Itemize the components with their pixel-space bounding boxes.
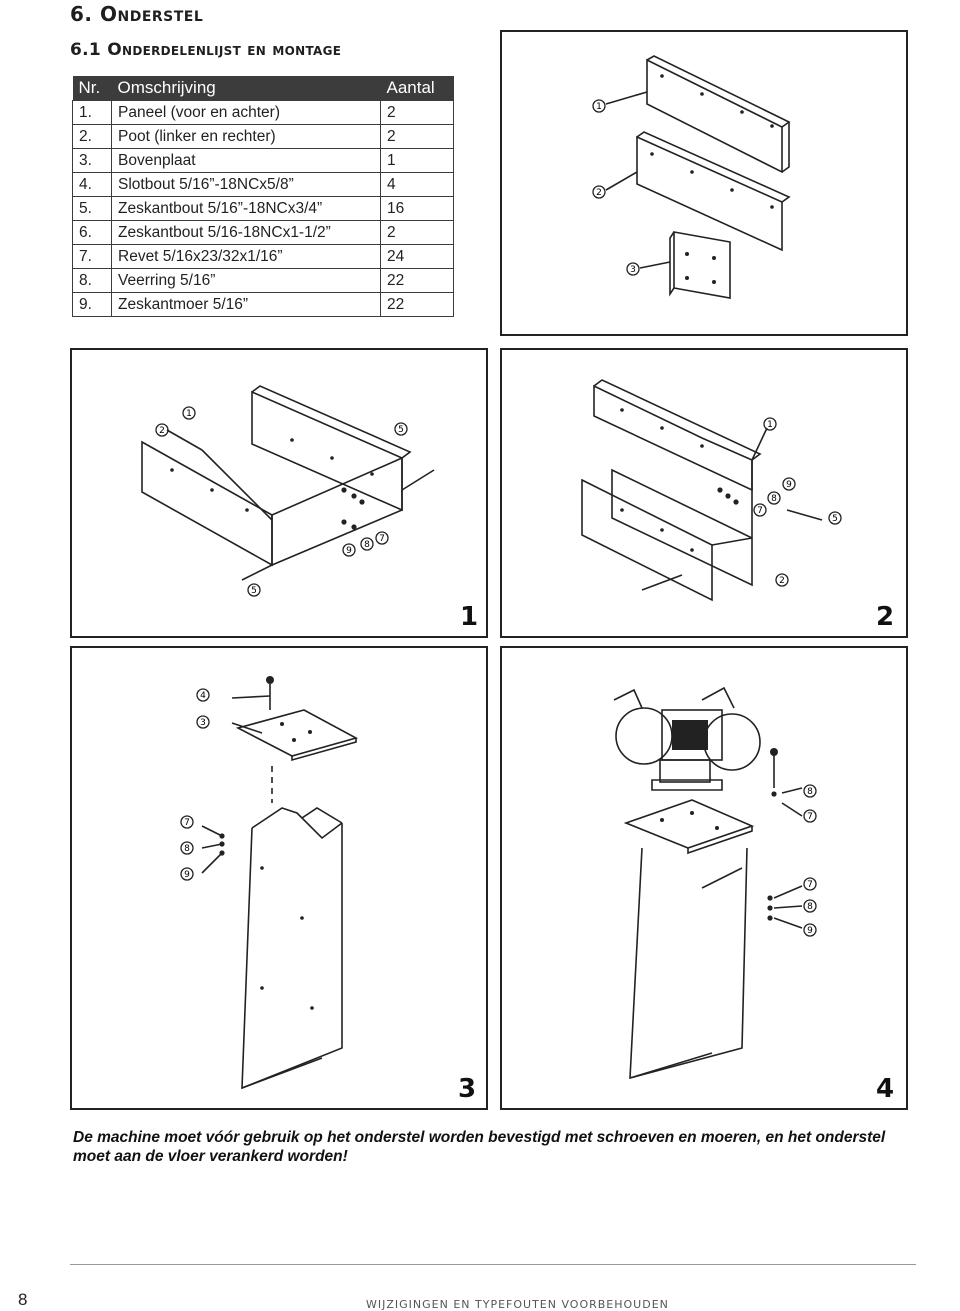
warning-caption: De machine moet vóór gebruik op het onde… [73,1129,886,1165]
assembly-step-4-drawing: 8 7 7 8 9 [613,686,817,1080]
cell-description: Veerring 5/16” [111,268,381,293]
header-description: Omschrijving [111,76,381,101]
cell-nr: 8. [72,268,112,293]
table-row: 6.Zeskantbout 5/16-18NCx1-1/2”2 [72,220,454,245]
table-row: 8.Veerring 5/16”22 [72,268,454,293]
panel-number: 4 [876,1074,895,1104]
cell-description: Revet 5/16x23/32x1/16” [111,244,381,269]
cell-description: Slotbout 5/16”-18NCx5/8” [111,172,381,197]
cell-description: Zeskantbout 5/16-18NCx1-1/2” [111,220,381,245]
cell-nr: 5. [72,196,112,221]
section-heading: 6. Onderstel [70,2,203,26]
callout-label: 7 [807,812,813,822]
callout-label: 2 [159,426,165,436]
footer-divider [70,1264,916,1265]
cell-nr: 2. [72,124,112,149]
panel-number: 1 [460,602,479,632]
callout-label: 7 [379,534,385,544]
callout-label: 7 [807,880,813,890]
cell-nr: 9. [72,292,112,317]
cell-description: Zeskantbout 5/16”-18NCx3/4” [111,196,381,221]
assembly-step-2-drawing: 1 9 8 7 5 2 [581,379,842,602]
table-row: 1.Paneel (voor en achter)2 [72,100,454,125]
callout-label: 1 [767,420,773,430]
panel-number: 2 [876,602,895,632]
table-row: 9.Zeskantmoer 5/16”22 [72,292,454,317]
cell-description: Poot (linker en rechter) [111,124,381,149]
cell-nr: 6. [72,220,112,245]
header-quantity: Aantal [380,76,454,101]
subsection-number: 6.1 [70,40,102,60]
callout-label: 8 [771,494,777,504]
callout-label: 1 [596,102,602,112]
table-row: 7.Revet 5/16x23/32x1/16”24 [72,244,454,269]
callout-label: 8 [807,902,813,912]
cell-quantity: 2 [380,124,454,149]
callout-label: 1 [186,409,192,419]
parts-overview-drawing: 1 2 3 [592,55,791,299]
callout-label: 9 [184,870,190,880]
parts-table-header: Nr. Omschrijving Aantal [72,76,454,101]
callout-label: 8 [364,540,370,550]
assembly-step-3: 4 3 7 8 9 3 [70,646,488,1110]
callout-label: 5 [251,586,257,596]
table-row: 2.Poot (linker en rechter)2 [72,124,454,149]
cell-description: Paneel (voor en achter) [111,100,381,125]
callout-label: 5 [398,425,404,435]
cell-quantity: 22 [380,268,454,293]
subsection-title: Onderdelenlijst en montage [107,40,342,60]
callout-label: 3 [200,718,206,728]
callout-label: 7 [757,506,763,516]
table-row: 5.Zeskantbout 5/16”-18NCx3/4”16 [72,196,454,221]
cell-nr: 7. [72,244,112,269]
callout-label: 8 [184,844,190,854]
header-nr: Nr. [72,76,112,101]
callout-label: 4 [200,691,206,701]
callout-label: 2 [779,576,785,586]
cell-quantity: 2 [380,220,454,245]
subsection-heading: 6.1 Onderdelenlijst en montage [70,40,341,60]
section-number: 6. [70,2,93,26]
cell-quantity: 16 [380,196,454,221]
callout-label: 9 [807,926,813,936]
footer-note: WIJZIGINGEN EN TYPEFOUTEN VOORBEHOUDEN [366,1298,669,1311]
panel-number: 3 [458,1074,477,1104]
cell-nr: 4. [72,172,112,197]
cell-nr: 3. [72,148,112,173]
callout-label: 9 [346,546,352,556]
assembly-step-4: 8 7 7 8 9 4 [500,646,908,1110]
assembly-step-2: 1 9 8 7 5 2 2 [500,348,908,638]
parts-table: Nr. Omschrijving Aantal 1.Paneel (voor e… [72,76,454,317]
cell-quantity: 4 [380,172,454,197]
cell-quantity: 24 [380,244,454,269]
assembly-step-3-drawing: 4 3 7 8 9 [180,676,359,1090]
cell-description: Bovenplaat [111,148,381,173]
assembly-step-1-drawing: 1 2 5 5 7 8 9 [141,385,435,597]
cell-description: Zeskantmoer 5/16” [111,292,381,317]
figure-parts-overview: 1 2 3 [500,30,908,336]
table-row: 4.Slotbout 5/16”-18NCx5/8”4 [72,172,454,197]
callout-label: 5 [832,514,838,524]
cell-quantity: 1 [380,148,454,173]
callout-label: 9 [786,480,792,490]
callout-label: 2 [596,188,602,198]
page-number: 8 [18,1290,28,1309]
callout-label: 7 [184,818,190,828]
cell-nr: 1. [72,100,112,125]
cell-quantity: 22 [380,292,454,317]
assembly-step-1: 1 2 5 5 7 8 9 1 [70,348,488,638]
callout-label: 8 [807,787,813,797]
section-title: Onderstel [99,2,204,26]
cell-quantity: 2 [380,100,454,125]
callout-label: 3 [630,265,636,275]
